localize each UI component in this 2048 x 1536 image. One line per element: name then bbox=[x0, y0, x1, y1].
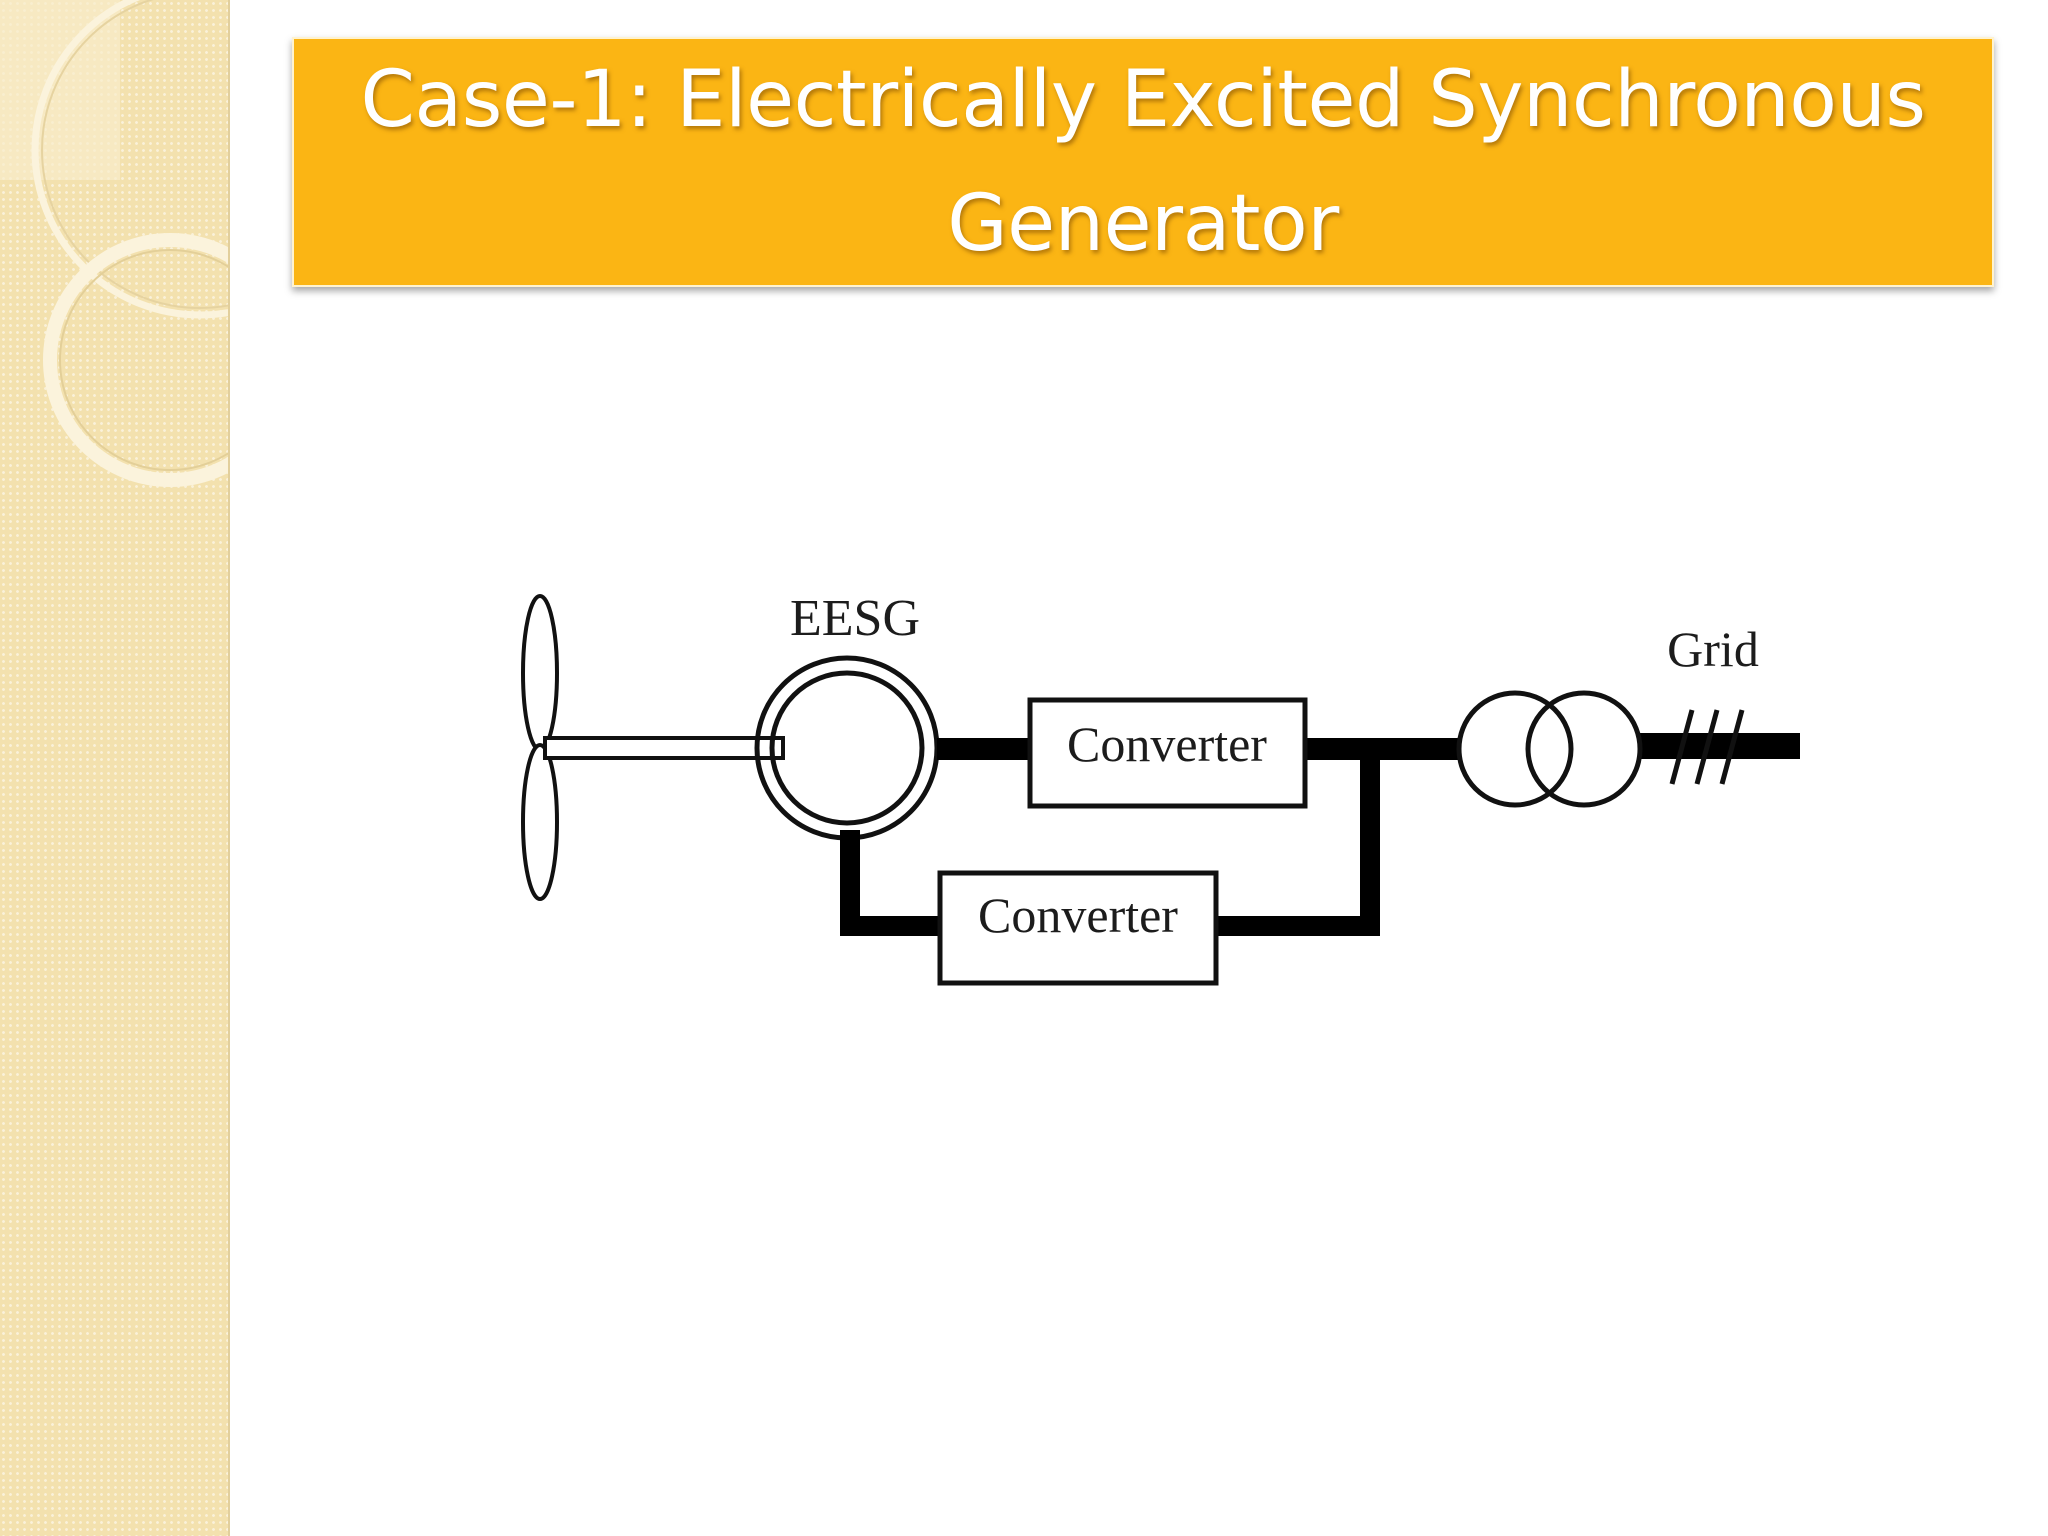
left-decorative-strip bbox=[0, 0, 230, 1536]
turbine-blades-icon bbox=[521, 594, 559, 901]
power-lines bbox=[840, 733, 1800, 936]
generator-label: EESG bbox=[790, 590, 920, 647]
converter-top-label: Converter bbox=[1067, 716, 1267, 772]
converter-bottom-box bbox=[937, 870, 1219, 986]
turbine-shaft bbox=[543, 736, 785, 760]
transformer-icon bbox=[1456, 690, 1643, 808]
page-title: Case-1: Electrically Excited Synchronous… bbox=[360, 55, 1926, 269]
converter-bottom-label: Converter bbox=[978, 887, 1178, 943]
grid-label: Grid bbox=[1667, 621, 1759, 677]
title-banner: Case-1: Electrically Excited Synchronous… bbox=[292, 37, 1994, 287]
converter-top-box bbox=[1027, 697, 1308, 809]
decorative-circles bbox=[0, 0, 228, 487]
three-phase-marks-icon bbox=[1669, 709, 1745, 785]
